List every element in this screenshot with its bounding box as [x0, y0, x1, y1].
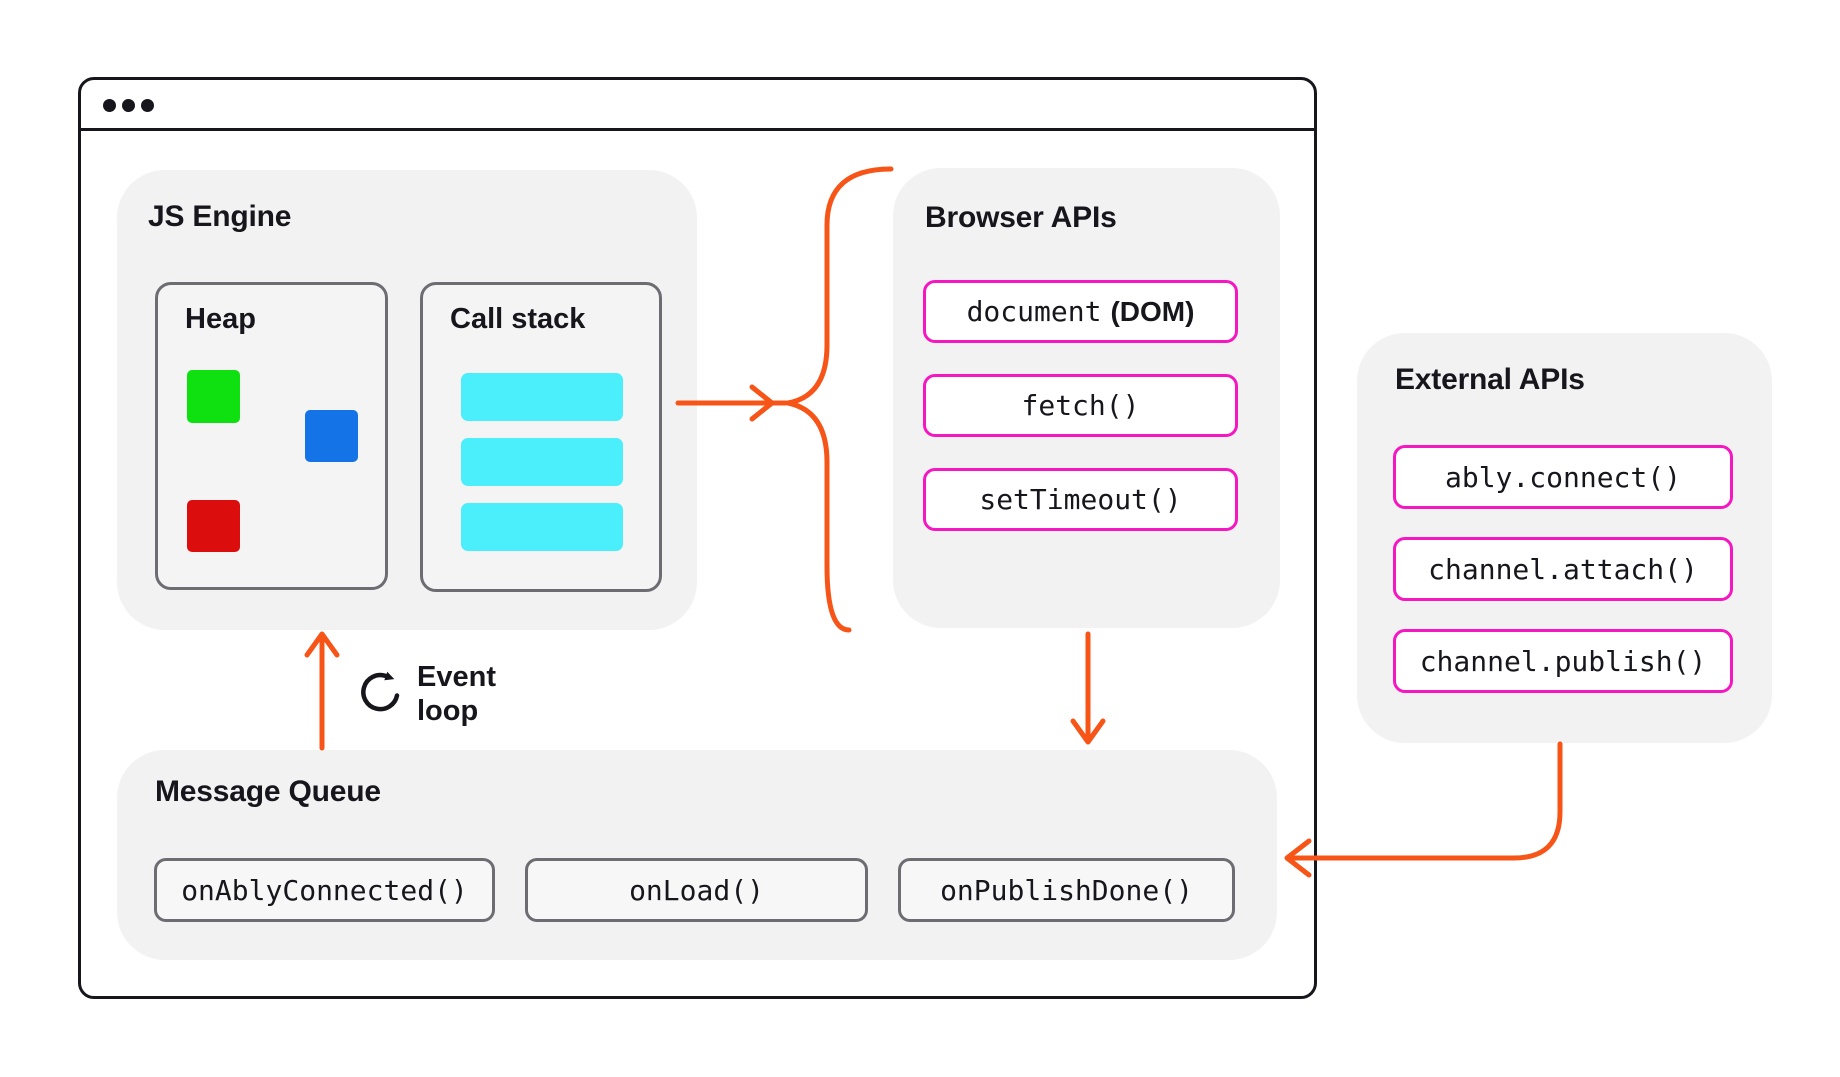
api-chip-document-dom: document (DOM) — [923, 280, 1238, 343]
window-titlebar — [81, 80, 1314, 131]
message-queue-panel: Message Queue onAblyConnected() onLoad()… — [117, 750, 1277, 960]
queue-chip-onload: onLoad() — [525, 858, 868, 922]
stack-frame — [461, 438, 623, 486]
message-queue-title: Message Queue — [155, 775, 381, 808]
window-dot-icon — [141, 99, 154, 112]
heap-title: Heap — [185, 303, 256, 335]
call-stack-box: Call stack — [420, 282, 662, 592]
api-chip-code: channel.attach() — [1428, 552, 1698, 586]
browser-apis-title: Browser APIs — [925, 201, 1117, 234]
api-chip-code: channel.publish() — [1419, 644, 1707, 678]
event-loop-label: Event loop — [417, 660, 496, 728]
queue-chip-onablyconnected: onAblyConnected() — [154, 858, 495, 922]
heap-box: Heap — [155, 282, 388, 590]
window-dot-icon — [122, 99, 135, 112]
api-chip-ably-connect: ably.connect() — [1393, 445, 1733, 509]
js-engine-panel: JS Engine Heap Call stack — [117, 170, 697, 630]
heap-object-green — [187, 370, 240, 423]
stack-frame — [461, 503, 623, 551]
heap-object-red — [187, 500, 240, 552]
queue-chip-code: onLoad() — [629, 873, 764, 907]
external-apis-panel: External APIs ably.connect() channel.att… — [1357, 333, 1772, 743]
stack-frame — [461, 373, 623, 421]
api-chip-channel-publish: channel.publish() — [1393, 629, 1733, 693]
api-chip-code: document — [966, 295, 1102, 328]
api-chip-suffix: (DOM) — [1110, 295, 1195, 327]
window-dot-icon — [103, 99, 116, 112]
heap-object-blue — [305, 410, 358, 462]
api-chip-channel-attach: channel.attach() — [1393, 537, 1733, 601]
api-chip-settimeout: setTimeout() — [923, 468, 1238, 531]
external-apis-title: External APIs — [1395, 363, 1585, 396]
queue-chip-code: onPublishDone() — [940, 873, 1193, 907]
js-engine-title: JS Engine — [148, 200, 292, 233]
call-stack-title: Call stack — [450, 303, 586, 335]
queue-chip-code: onAblyConnected() — [181, 873, 468, 907]
browser-apis-panel: Browser APIs document (DOM) fetch() setT… — [893, 168, 1280, 628]
arrow-external-apis-to-message-queue — [1284, 741, 1563, 878]
api-chip-code: ably.connect() — [1444, 460, 1681, 494]
api-chip-code: fetch() — [1021, 389, 1140, 422]
queue-chip-onpublishdone: onPublishDone() — [898, 858, 1235, 922]
api-chip-fetch: fetch() — [923, 374, 1238, 437]
event-loop-label-line2: loop — [417, 695, 479, 727]
event-loop-label-line1: Event — [417, 661, 496, 693]
api-chip-code: setTimeout() — [979, 483, 1182, 516]
